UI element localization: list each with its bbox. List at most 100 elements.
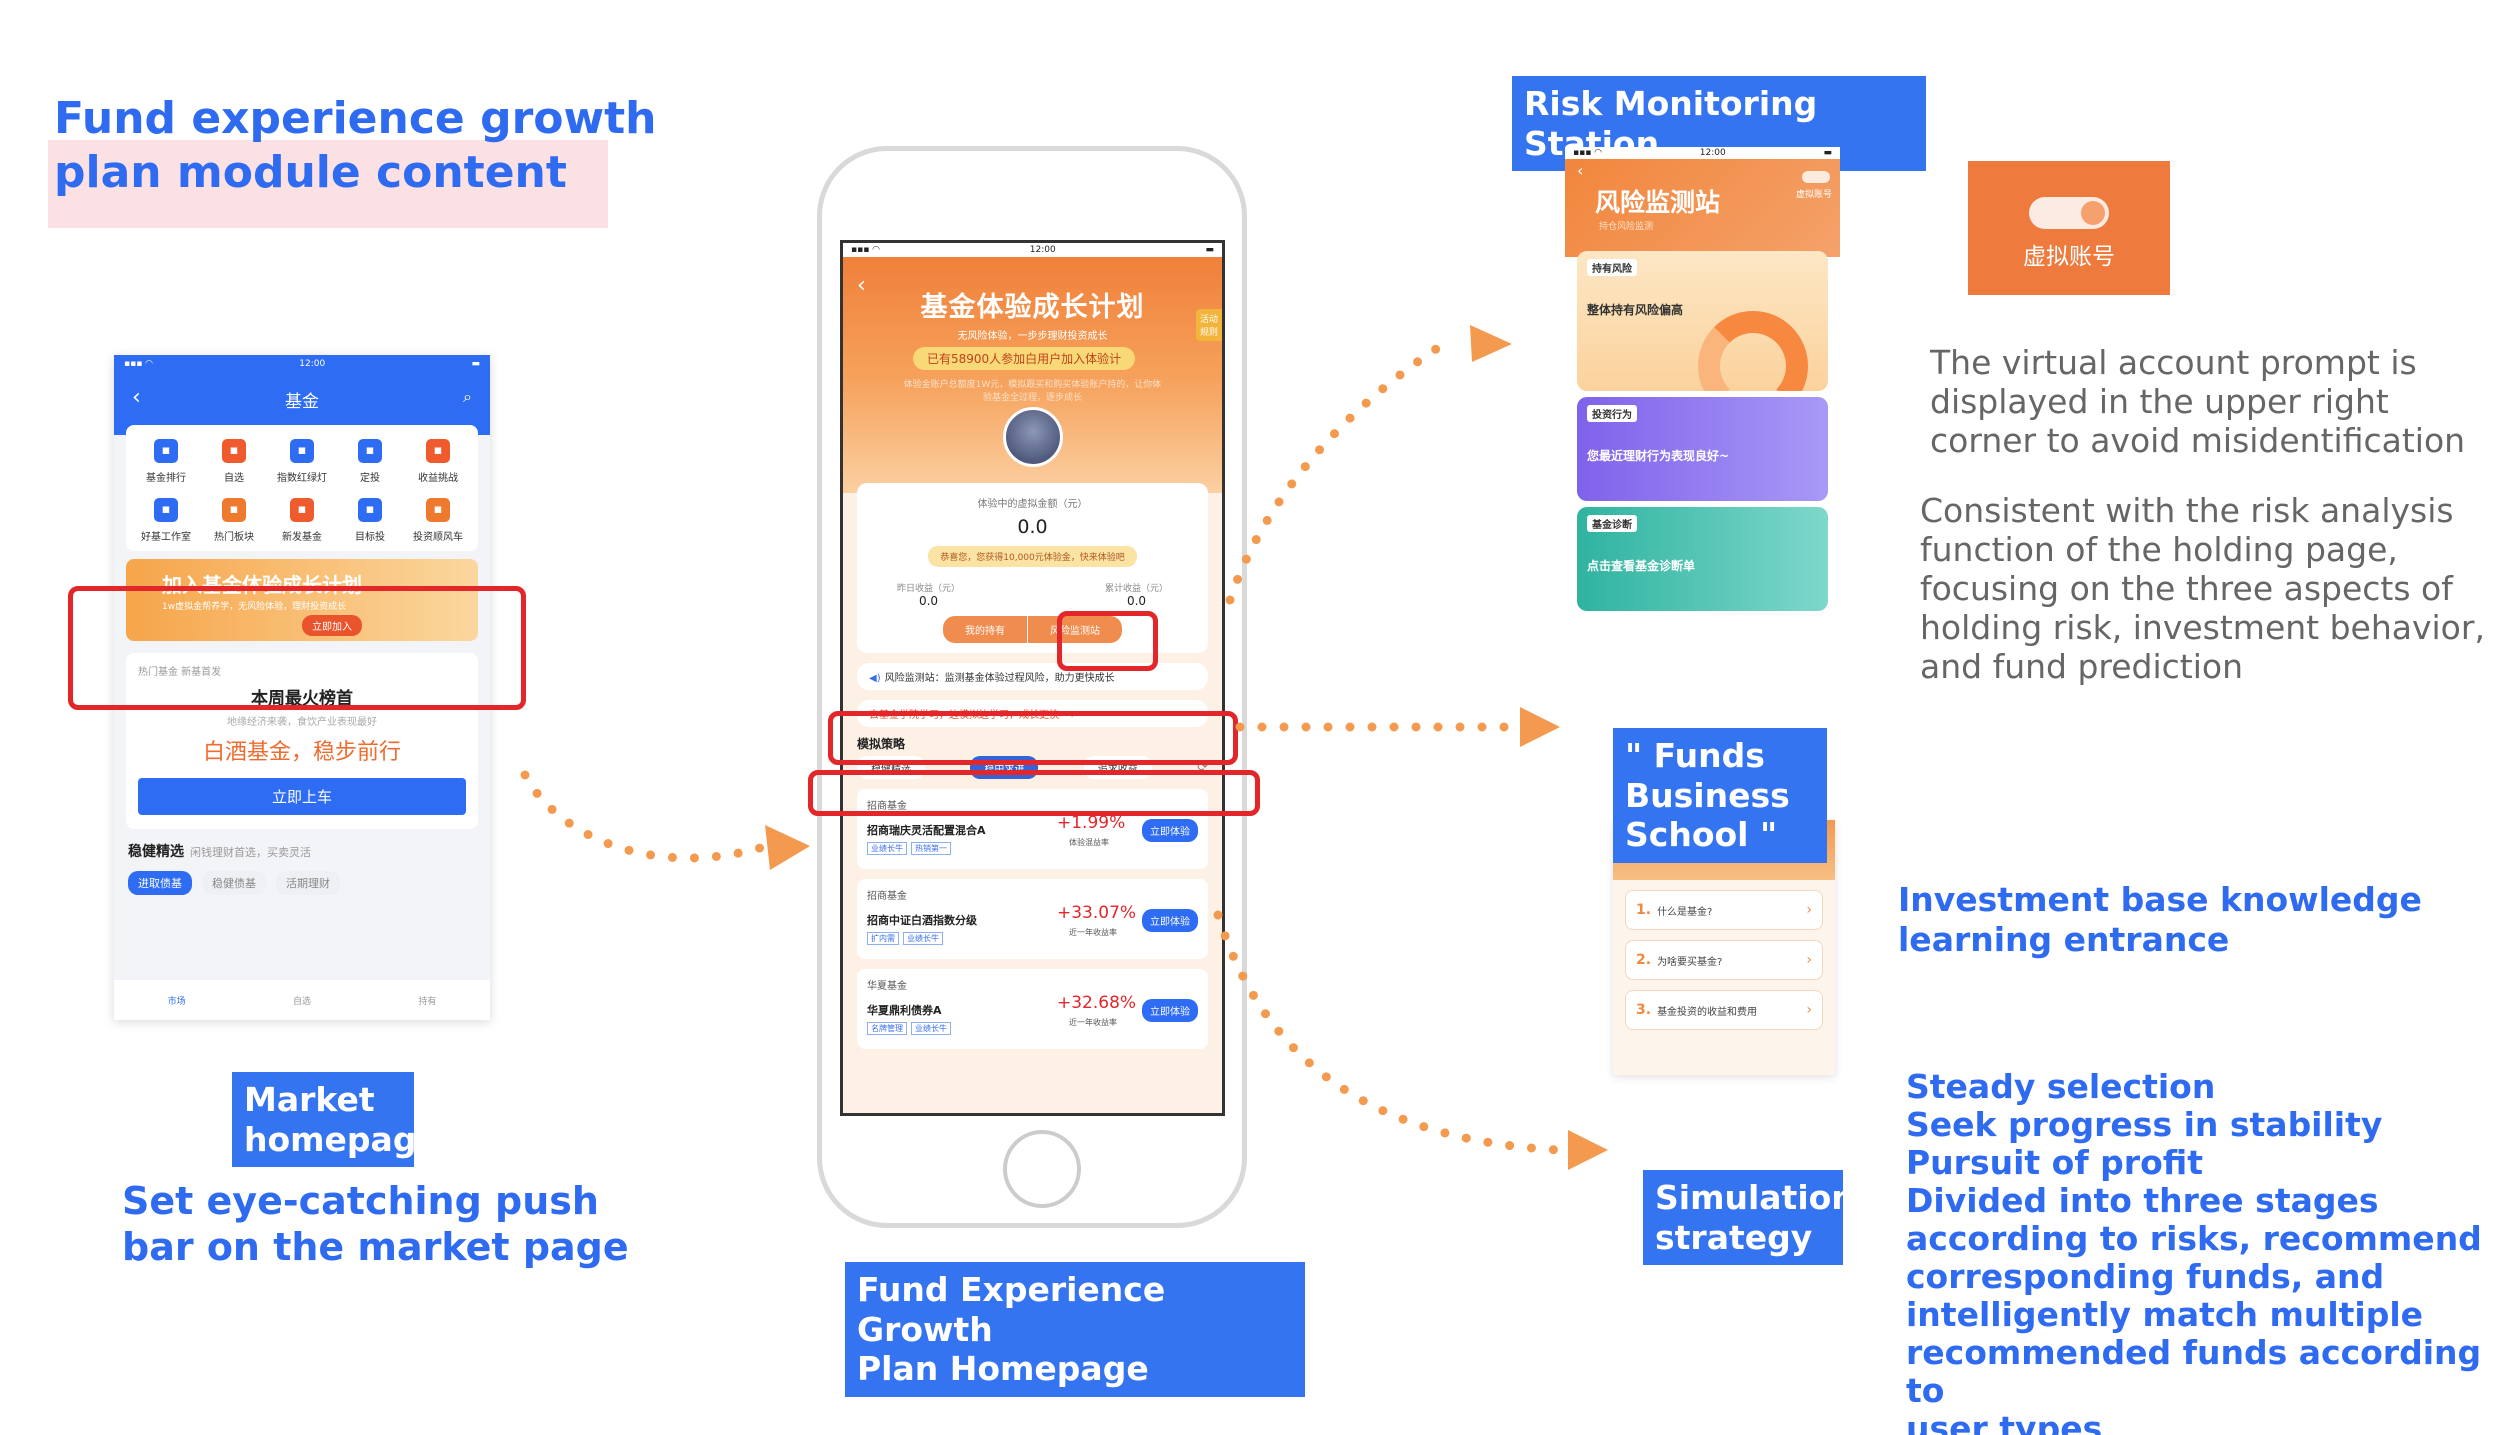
tab-item[interactable]: 市场 [167,996,186,1007]
school-question[interactable]: 1.什么是基金?› [1625,890,1823,930]
menu-item[interactable]: ▪热门板块 [200,498,268,543]
menu-item-label: 新发基金 [282,532,322,543]
menu-item-label: 好基工作室 [141,532,191,543]
fund-name: 招商中证白酒指数分级 [867,914,977,927]
market-screen: ▪▪▪ ◠12:00▬ ‹ 基金 ⌕ ▪基金排行▪自选▪指数红绿灯▪定投▪收益挑… [114,355,490,1020]
menu-item[interactable]: ▪定投 [336,439,404,484]
yesterday-income: 昨日收益（元）0.0 [897,584,961,608]
menu-item[interactable]: ▪基金排行 [132,439,200,484]
bottom-tabbar: 市场 自选 持有 [114,980,490,1020]
risk-screen: ▪▪▪ ◠12:00▬ ‹ 风险监测站 持仓风险监测 虚拟账号 持有风险 整体持… [1565,147,1840,611]
menu-item[interactable]: ▪ 投资顺风车 [404,498,472,543]
menu-item[interactable]: ▪指数红绿灯 [268,439,336,484]
tab-item[interactable]: 自选 [292,996,311,1007]
growth-plan-title: 基金体验成长计划 [920,292,1145,323]
fund-tags: 业绩长牛热销第一 [867,842,1198,855]
back-icon[interactable]: ‹ [1577,161,1584,180]
risk-subtitle: 持仓风险监测 [1599,222,1654,232]
menu-item-label: 自选 [224,473,244,484]
title-highlight [48,140,608,228]
steady-pill[interactable]: 活期理财 [276,871,340,895]
menu-item[interactable]: ▪ 好基工作室 [132,498,200,543]
simulation-line: recommended funds according to [1906,1333,2482,1410]
behavior-card[interactable]: 投资行为 您最近理财行为表现良好~ [1577,397,1828,501]
chart-icon: ▪ [154,498,178,522]
fund-company: 招商基金 [867,801,907,812]
hot-title: 本周最火榜首 [251,689,353,709]
try-now-button[interactable]: 立即体验 [1142,909,1198,932]
growth-plan-push-bar[interactable]: 加入基金体验成长计划 1w虚拟金帮养学，无风险体验，理财投资成长 立即加入 [126,559,478,641]
search-icon[interactable]: ⌕ [463,387,472,406]
fund-company: 华夏基金 [867,981,907,992]
banner-title: 加入基金体验成长计划 [162,573,362,597]
hot-label: 热门基金 新基首发 [138,667,222,678]
board-now-button[interactable]: 立即上车 [138,778,466,815]
steady-pills: 进取债基稳健债基活期理财 [114,861,490,905]
arrow-to-risk [1225,335,1455,605]
menu-item-label: 目标投 [355,532,385,543]
menu-item[interactable]: ▪自选 [200,439,268,484]
back-icon[interactable]: ‹ [132,385,141,410]
banner-subtitle: 1w虚拟金帮养学，无风险体验，理财投资成长 [162,602,347,612]
tab-item[interactable]: 持有 [418,996,437,1007]
highlight-risk-button [1057,611,1158,671]
menu-item[interactable]: ▪新发基金 [268,498,336,543]
growth-plan-subtitle: 无风险体验，一步步理财投资成长 [957,331,1108,342]
arrowhead-1 [765,825,810,870]
hot-fund-card: 热门基金 新基首发 本周最火榜首 地缘经济来袭，食饮产业表现最好 白酒基金，稳步… [126,653,478,829]
arrowhead-3 [1520,707,1560,747]
status-bar: ▪▪▪ ◠12:00▬ [843,243,1222,257]
speaker-icon: ◀) [869,673,881,684]
try-now-button[interactable]: 立即体验 [1142,819,1198,842]
simulation-line: Steady selection [1906,1067,2216,1106]
fund-item[interactable]: 招商基金招商中证白酒指数分级扩内需业绩长牛+33.07%近一年收益率立即体验 [857,879,1208,959]
fund-tag: 扩内需 [867,932,899,945]
virtual-amount: 0.0 [1017,516,1048,538]
fund-tags: 扩内需业绩长牛 [867,932,1198,945]
market-menu-grid: ▪基金排行▪自选▪指数红绿灯▪定投▪收益挑战▪好基工作室▪热门板块▪新发基金▪目… [126,425,478,551]
growth-plan-description: 体验金账户总额度1W元，模拟跟买和购买体验账户持的，让你体验基金全过程，逐步成长 [903,380,1162,403]
rules-button[interactable]: 活动规则 [1196,309,1222,341]
market-title: 基金 [285,392,319,412]
fund-rate-label: 近一年收益率 [1069,1018,1117,1027]
menu-item[interactable]: ▪收益挑战 [404,439,472,484]
menu-item-label: 投资顺风车 [413,532,463,543]
holding-risk-card[interactable]: 持有风险 整体持有风险偏高 [1577,251,1828,391]
steady-pill[interactable]: 进取债基 [128,871,192,895]
arrowhead-4 [1568,1130,1608,1170]
highlight-strategy-tabs [808,770,1260,816]
fund-tags: 名牌管理业绩长牛 [867,1022,1198,1035]
refresh-icon[interactable]: ⟳ [1197,760,1208,775]
join-button[interactable]: 立即加入 [302,615,362,636]
menu-item[interactable]: ▪ 目标投 [336,498,404,543]
hot-subtitle: 地缘经济来袭，食饮产业表现最好 [227,717,377,728]
page-title-line2: plan module content [54,147,567,198]
risk-station-button[interactable]: 风险监测站 [1028,616,1122,643]
school-question[interactable]: 3.基金投资的收益和费用› [1625,990,1823,1030]
school-question[interactable]: 2.为啥要买基金?› [1625,940,1823,980]
chevron-right-icon: › [1806,1002,1812,1018]
gauge-icon [1698,311,1808,391]
virtual-account-note: The virtual account prompt is displayed … [1930,343,2466,460]
virtual-account-callout: 虚拟账号 [1968,161,2170,295]
try-now-button[interactable]: 立即体验 [1142,999,1198,1022]
fund-rate: +32.68% [1057,993,1137,1013]
tower-icon: ▪ [358,498,382,522]
fund-company: 招商基金 [867,891,907,902]
steady-pill[interactable]: 稳健债基 [202,871,266,895]
diagnosis-card[interactable]: 基金诊断 点击查看基金诊断单 [1577,507,1828,611]
chevron-right-icon: › [1806,952,1812,968]
my-holding-button[interactable]: 我的持有 [943,616,1028,643]
back-icon[interactable]: ‹ [857,273,866,298]
car-icon: ▪ [426,498,450,522]
risk-header: ▪▪▪ ◠12:00▬ ‹ 风险监测站 持仓风险监测 虚拟账号 [1565,147,1840,257]
fund-rate: +33.07% [1057,903,1137,923]
virtual-account-toggle[interactable] [1802,171,1830,183]
